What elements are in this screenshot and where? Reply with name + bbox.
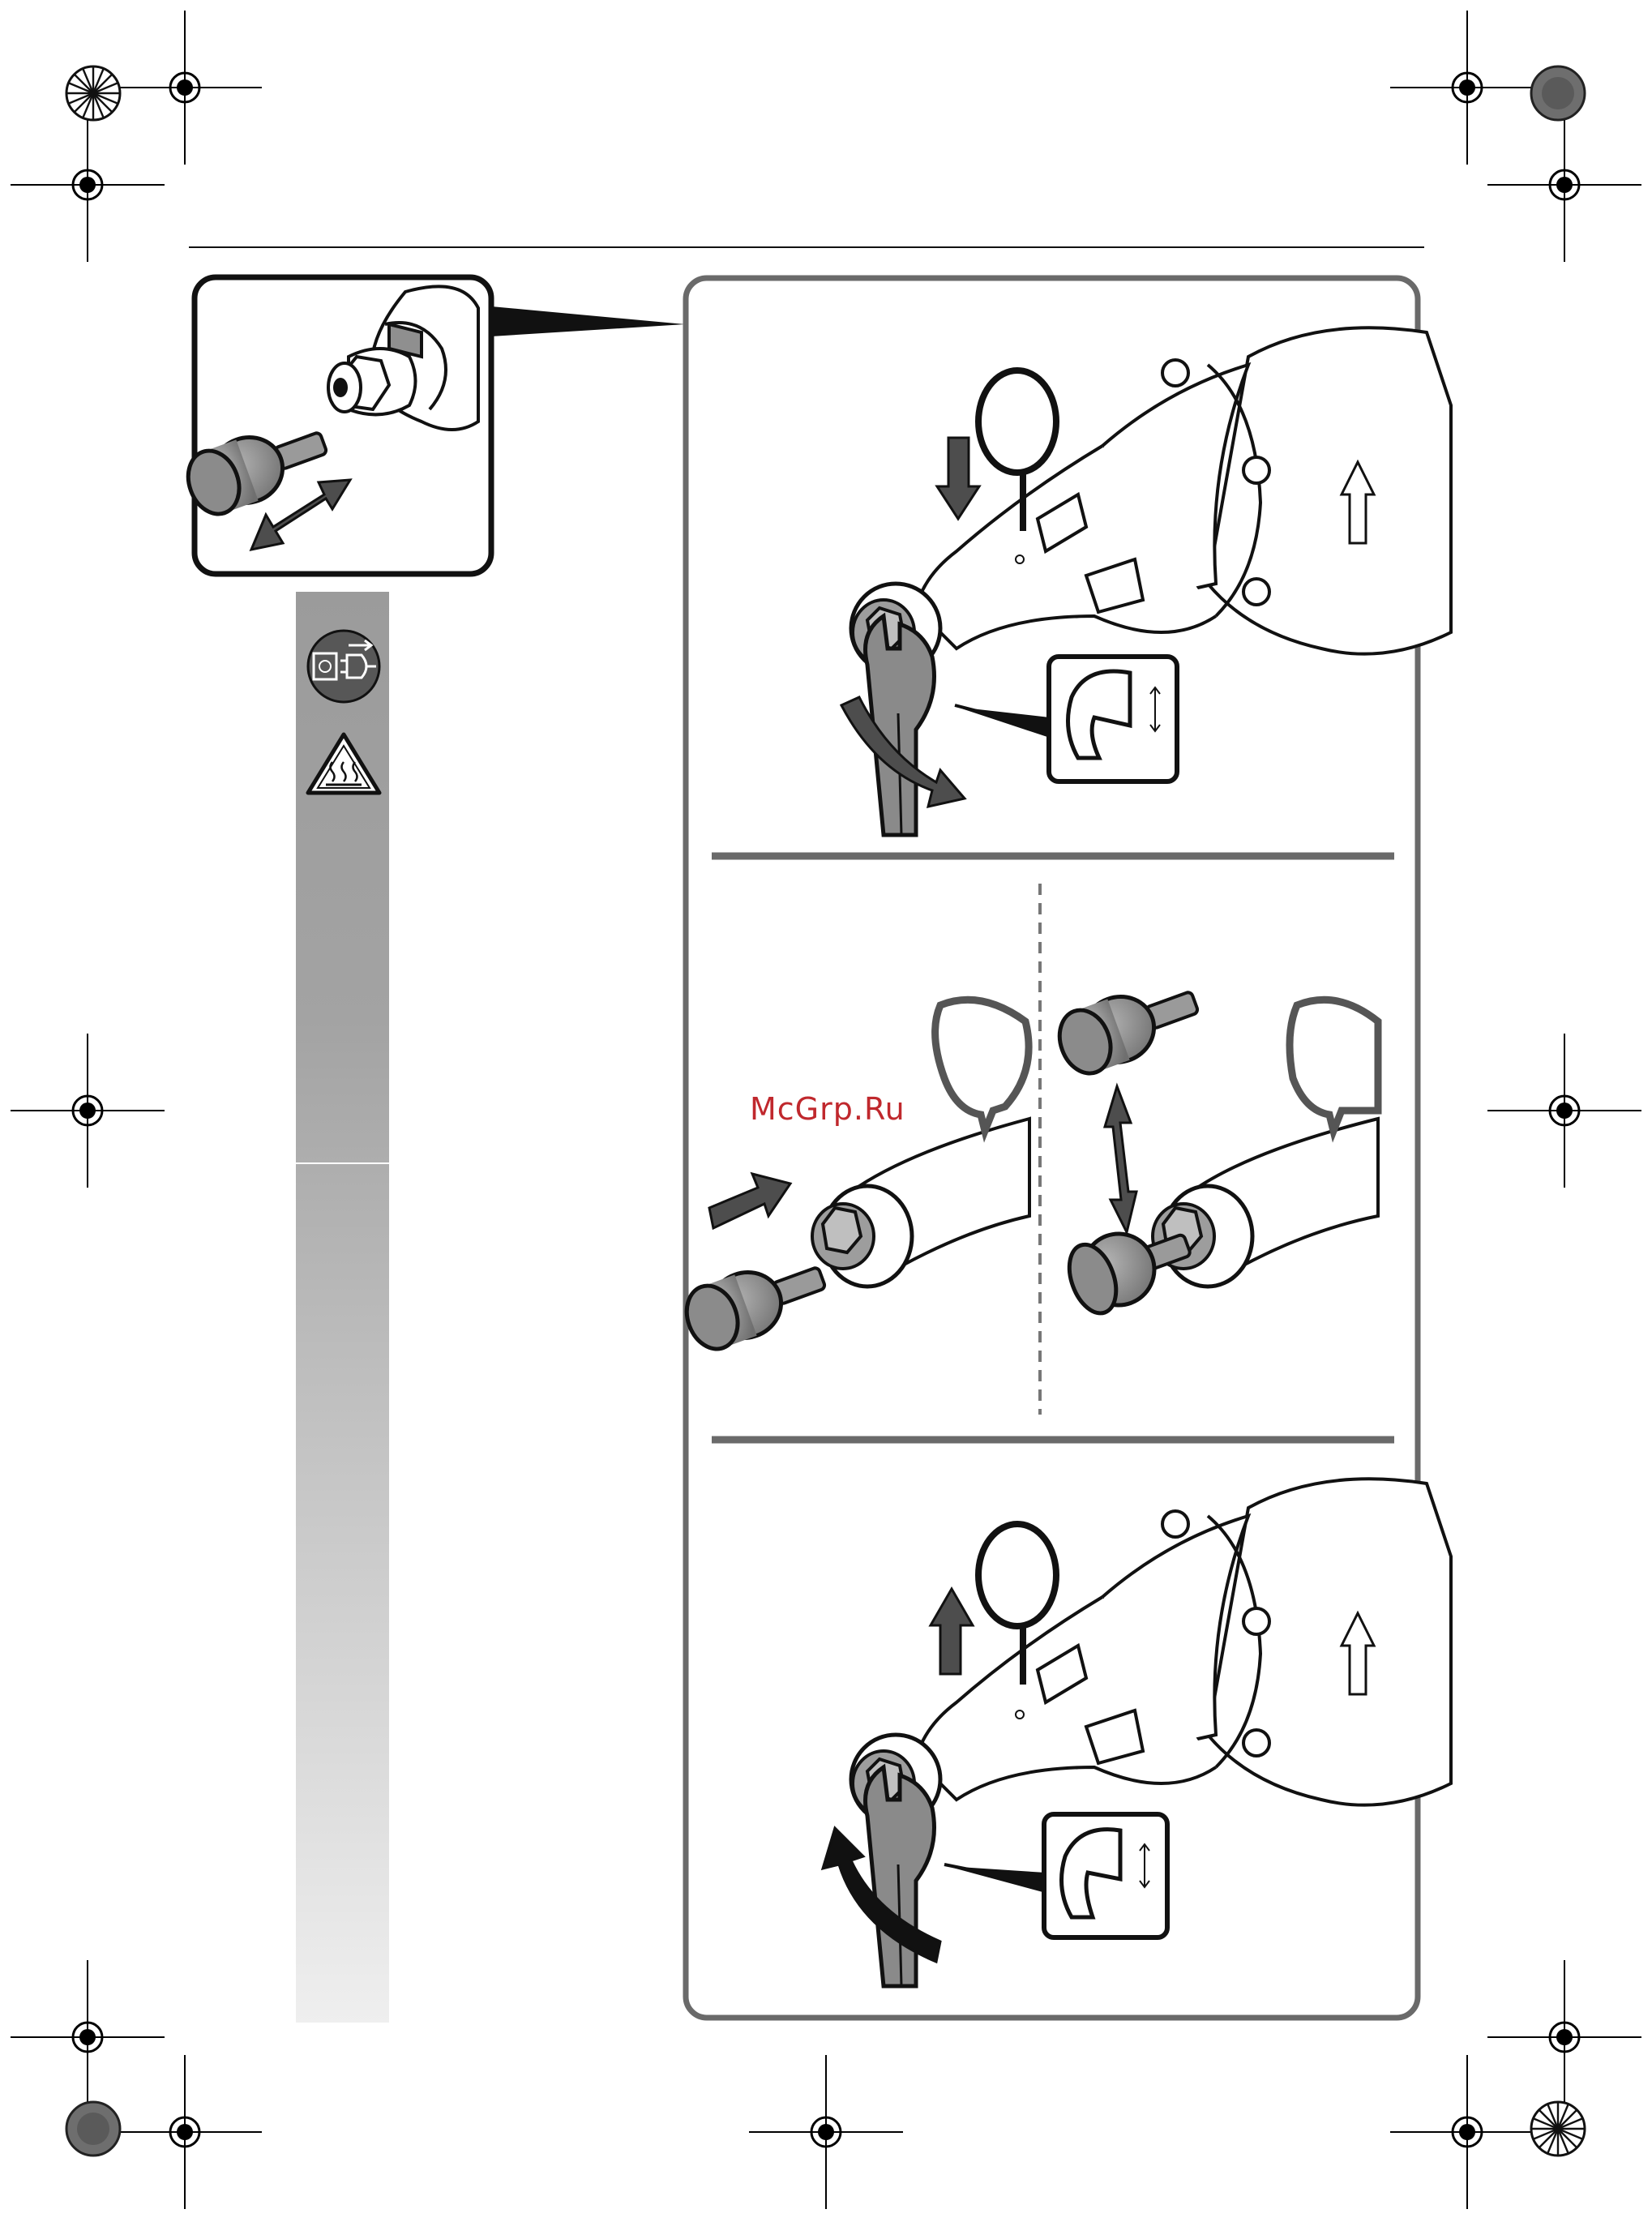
overview-inset-panel <box>180 277 491 574</box>
inset-connector <box>491 306 685 336</box>
unplug-power-icon <box>308 631 379 702</box>
side-gray-strip <box>296 592 389 2023</box>
watermark-text: McGrp.Ru <box>750 1091 905 1127</box>
